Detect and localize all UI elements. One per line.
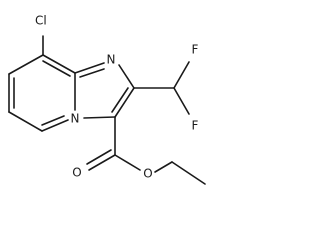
atom-label-f-lower: F [192,119,199,133]
bond-carbonyl-c-o-inner [86,149,112,165]
bond-chf2-f-lower [173,87,190,115]
atom-label-o-ester: O [143,167,152,181]
bond-c2-c3 [114,87,135,118]
bond-c8a-n1-inner [79,68,105,78]
bond-c2-c3-inner [111,87,129,113]
bond-ch2-ch3 [171,161,206,185]
bond-c3-n4 [83,116,116,119]
bond-c5-n4-inner [41,115,65,126]
bond-carbonyl-c-o [88,154,116,171]
bond-c6-c5 [8,111,43,132]
bond-c8a-c8-inner [42,60,71,77]
bond-c8a-c8 [42,54,76,74]
bond-c8-c7 [8,54,44,75]
atom-label-f-upper: F [192,43,199,57]
bond-o-ch2 [154,161,173,173]
bond-carbonyl-c-o-ester [114,154,141,171]
bond-c5-n4 [41,119,69,132]
atom-labels: Cl N N F F O O [35,14,199,181]
atom-label-n-imidazole: N [107,53,116,67]
atom-label-n-bridgehead: N [71,112,80,126]
atom-label-o-carbonyl: O [72,166,81,180]
bond-c8a-n1 [74,62,105,74]
bond-n1-c2 [118,64,135,89]
bond-chf2-f-upper [173,61,190,89]
atom-label-cl: Cl [35,14,47,28]
bond-lines [8,35,206,185]
chemical-structure-diagram: Cl N N F F O O [8,14,206,185]
